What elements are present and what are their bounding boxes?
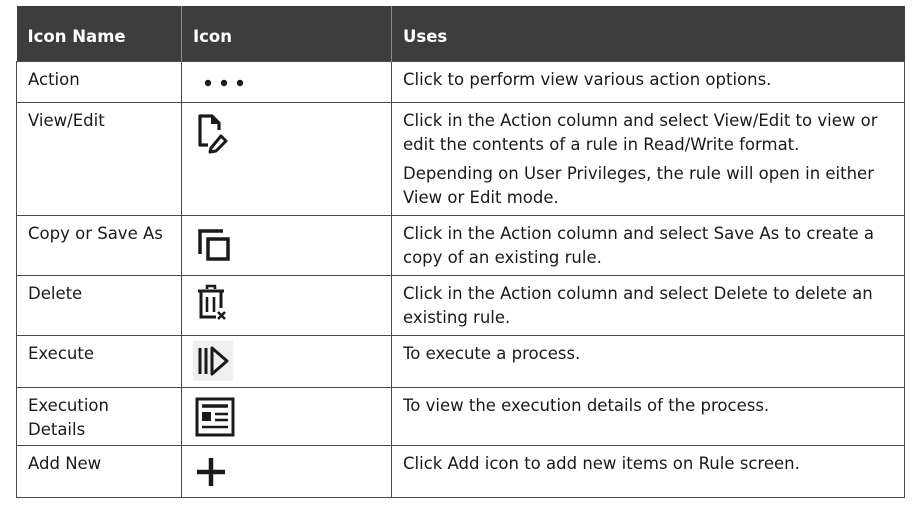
uses-text: Click in the Action column and select Sa… [403, 223, 875, 267]
table-row: Action Click to perform view various act… [16, 60, 905, 103]
icon-cell [181, 101, 392, 216]
document-edit-icon [195, 113, 231, 155]
icon-cell [181, 386, 392, 446]
column-header-icon: Icon [181, 6, 392, 61]
execute-icon [193, 340, 233, 381]
icon-cell [181, 214, 392, 276]
icon-cell [181, 334, 392, 388]
trash-icon [195, 284, 229, 322]
table-row: Add New Click Add icon to add new items … [16, 444, 905, 498]
uses-text: Click in the Action column and select De… [403, 283, 873, 327]
column-header-icon-name: Icon Name [16, 6, 182, 61]
table-row: Execution Details To view the execution … [16, 386, 905, 446]
icon-name-cell: Execution Details [16, 386, 182, 446]
table-row: View/Edit Click in the Action column and… [16, 101, 905, 216]
table-row: Delete Click in the Action column and se… [16, 274, 905, 336]
uses-cell: To view the execution details of the pro… [391, 386, 905, 446]
uses-text: To execute a process. [403, 343, 581, 363]
more-horizontal-icon [202, 71, 246, 95]
uses-text: Depending on User Privileges, the rule w… [403, 163, 874, 207]
table-header: Icon Name Icon Uses [16, 6, 905, 61]
uses-text: Click to perform view various action opt… [403, 69, 772, 89]
column-header-uses: Uses [391, 6, 905, 61]
icon-name-cell: Execute [16, 334, 182, 388]
uses-cell: Click in the Action column and select De… [391, 274, 905, 336]
execution-details-icon [195, 397, 235, 437]
uses-cell: Click to perform view various action opt… [391, 60, 905, 103]
uses-text: Click in the Action column and select Vi… [403, 110, 878, 154]
table-row: Execute To execute a process. [16, 334, 905, 388]
header-row: Icon Name Icon Uses [16, 6, 905, 61]
icon-name-cell: Add New [16, 444, 182, 498]
uses-cell: Click Add icon to add new items on Rule … [391, 444, 905, 498]
icon-cell [181, 274, 392, 336]
copy-icon [195, 226, 233, 264]
uses-cell: To execute a process. [391, 334, 905, 388]
icon-cell [181, 60, 392, 103]
uses-text: Click Add icon to add new items on Rule … [403, 453, 800, 473]
plus-icon [195, 456, 227, 488]
icon-name-cell: Copy or Save As [16, 214, 182, 276]
uses-text: To view the execution details of the pro… [403, 395, 770, 415]
icon-name-cell: Action [16, 60, 182, 103]
icon-reference-table: Icon Name Icon Uses Action Click to perf… [16, 6, 905, 498]
uses-cell: Click in the Action column and select Vi… [391, 101, 905, 216]
icon-cell [181, 444, 392, 498]
icon-name-cell: View/Edit [16, 101, 182, 216]
table-row: Copy or Save As Click in the Action colu… [16, 214, 905, 276]
icon-name-cell: Delete [16, 274, 182, 336]
uses-cell: Click in the Action column and select Sa… [391, 214, 905, 276]
